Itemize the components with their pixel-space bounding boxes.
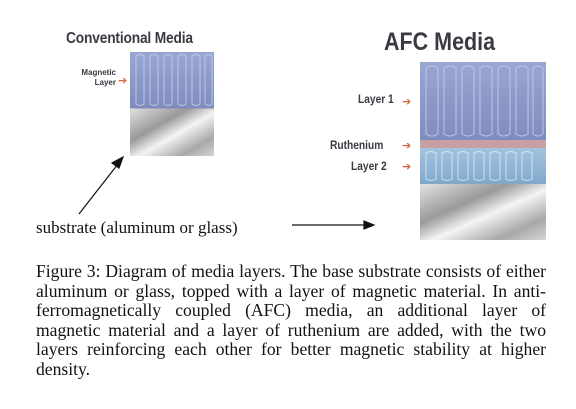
conventional-media-title: Conventional Media xyxy=(66,30,193,47)
afc-media-block xyxy=(420,62,546,240)
afc-substrate xyxy=(420,184,546,240)
conventional-substrate xyxy=(130,108,214,156)
substrate-pointer-arrow-right xyxy=(292,220,376,230)
substrate-pointer-arrow-left xyxy=(78,155,125,215)
afc-layer2 xyxy=(420,148,546,184)
afc-media-title: AFC Media xyxy=(384,28,496,56)
ruthenium-label: Ruthenium xyxy=(330,138,384,152)
layer2-label: Layer 2 xyxy=(351,159,387,173)
afc-layer1 xyxy=(420,62,546,140)
conventional-media-block xyxy=(130,52,214,156)
ruthenium-arrow-icon: ➔ xyxy=(402,139,412,152)
layer1-label: Layer 1 xyxy=(358,92,394,106)
figure-caption: Figure 3: Diagram of media layers. The b… xyxy=(36,261,546,379)
layer2-arrow-icon: ➔ xyxy=(402,160,412,173)
layer1-arrow-icon: ➔ xyxy=(402,95,412,108)
magnetic-layer-label: Magnetic Layer xyxy=(70,68,116,88)
magnetic-layer-arrow-icon: ➔ xyxy=(118,74,128,87)
afc-ruthenium-layer xyxy=(420,140,546,148)
substrate-label: substrate (aluminum or glass) xyxy=(36,218,238,237)
magnetic-label-line2: Layer xyxy=(94,78,116,87)
magnetic-label-line1: Magnetic xyxy=(81,68,116,77)
